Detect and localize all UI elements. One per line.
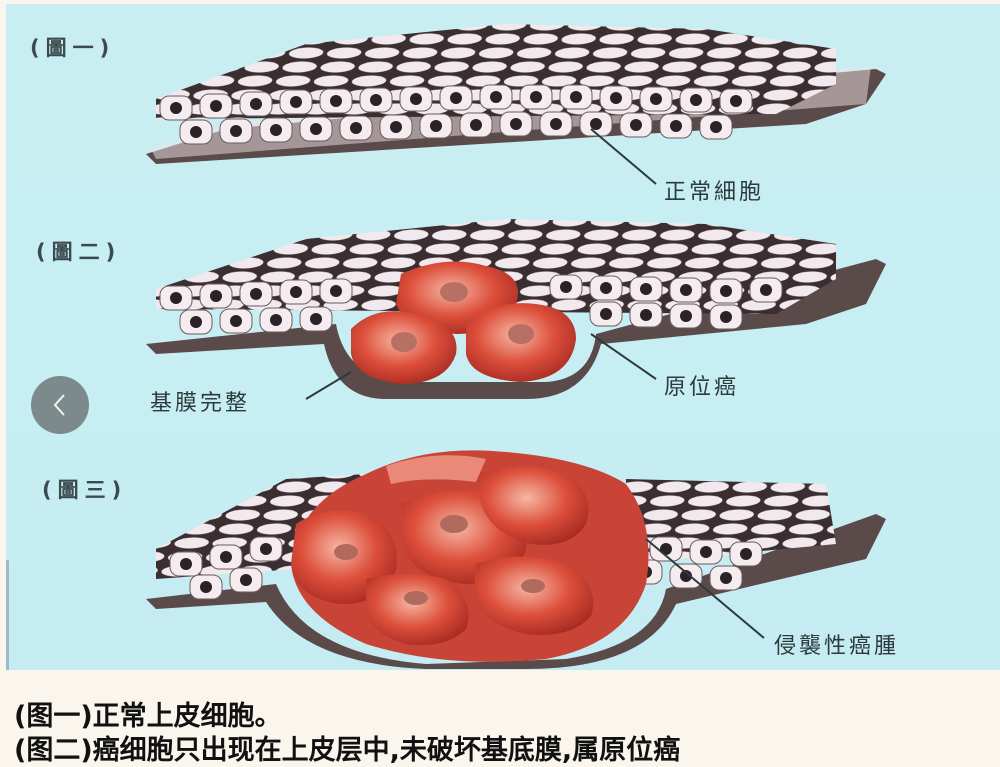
panel-2-carcinoma-in-situ (146, 219, 886, 400)
panel-3-invasive-carcinoma (146, 450, 886, 669)
previous-image-button[interactable] (31, 376, 89, 434)
panel-1-normal-cells (146, 24, 886, 185)
caption-line-2: (图二)癌细胞只出现在上皮层中,未破坏基底膜,属原位癌 (14, 735, 681, 766)
caption-line-1: (图一)正常上皮细胞。 (14, 701, 282, 732)
figure-1-label: (圖一) (30, 36, 116, 60)
carcinoma-in-situ-annotation: 原位癌 (664, 375, 740, 400)
figure-3-label: (圖三) (42, 478, 128, 502)
basement-membrane-intact-annotation: 基膜完整 (150, 391, 251, 416)
figure-edge (6, 560, 9, 670)
normal-cells-annotation: 正常細胞 (664, 180, 765, 205)
figure-2-label: (圖二) (36, 240, 122, 264)
invasive-carcinoma-annotation: 侵襲性癌腫 (774, 634, 900, 659)
epithelium-illustration (146, 24, 886, 669)
chevron-left-icon (53, 394, 65, 416)
diagram-figure: (圖一) 正常細胞 (圖二) 基膜完整 原位癌 (圖三) 侵襲性癌腫 (6, 4, 1000, 670)
